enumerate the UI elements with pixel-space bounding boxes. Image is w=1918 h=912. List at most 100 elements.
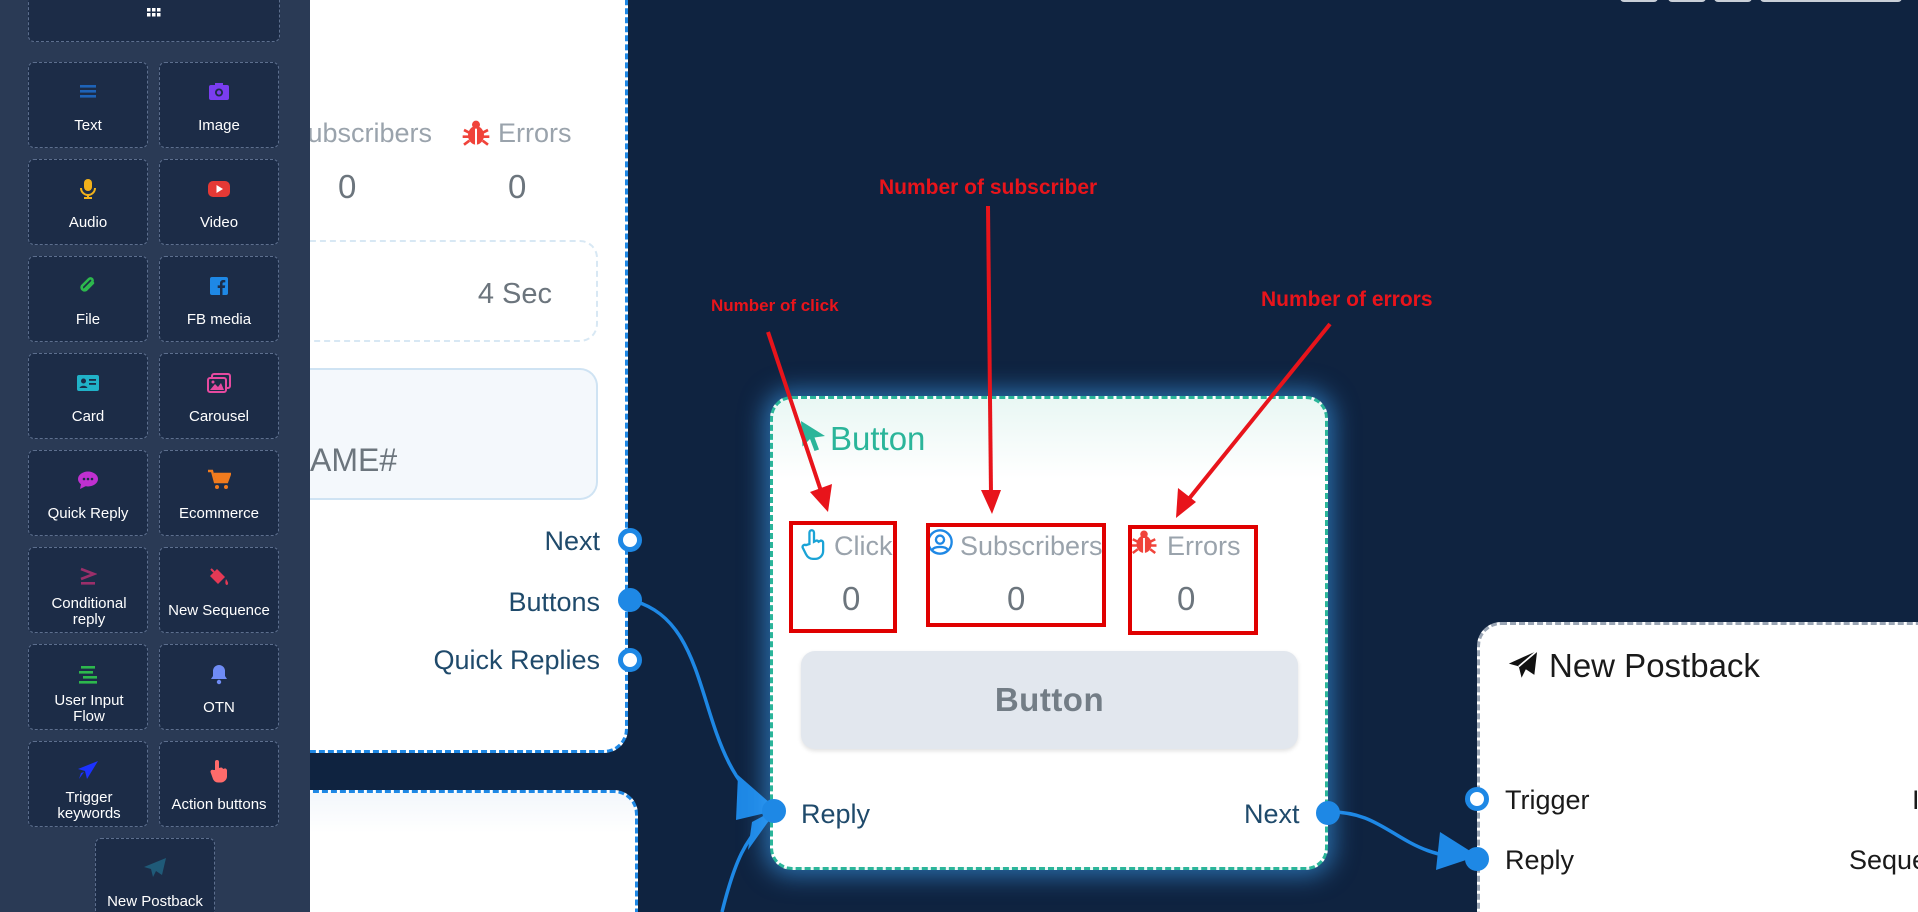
subscribers-count: 0 [338,168,357,205]
subscribers-label: Subscribers [960,531,1103,561]
stream-icon [29,659,147,689]
errors-count: 0 [508,168,527,205]
click-label: Click [834,531,893,561]
sidebar-item-label: Conditional reply [51,595,127,628]
sidebar-item-new-sequence[interactable]: New Sequence [159,547,279,633]
sidebar-item-trigger-keywords[interactable]: Trigger keywords [28,741,148,827]
next-card[interactable] [250,790,638,912]
errors-label: Errors [498,118,572,148]
sequence-label: Seque [1849,845,1918,875]
sidebar-item-card[interactable]: Card [28,353,148,439]
trigger-label: Trigger [1505,785,1590,815]
port-label-buttons: Buttons [508,587,600,617]
sidebar-item-label: Carousel [188,408,250,425]
greater-equal-icon [29,562,147,592]
paperclip-icon [29,271,147,301]
sidebar-item-label: Image [198,117,240,134]
click-count: 0 [842,580,861,617]
annotation-subscribers: Number of subscriber [879,176,1098,199]
sidebar-item-label: FB media [186,311,252,328]
sidebar-item-conditional-reply[interactable]: Conditional reply [28,547,148,633]
sidebar-item-text[interactable]: Text [28,62,148,148]
sidebar-item-label: Video [199,214,239,231]
sidebar-item-label: Ecommerce [178,505,260,522]
sidebar-item-audio[interactable]: Audio [28,159,148,245]
postback-title: New Postback [1549,647,1760,684]
sidebar-item-label: User Input Flow [54,692,124,725]
sidebar-item-label: OTN [203,699,235,716]
paint-bucket-icon [160,562,278,592]
cart-icon [160,465,278,495]
click-highlight-box [789,521,897,633]
sidebar-item-fb-media[interactable]: FB media [159,256,279,342]
subscribers-label: Subscribers [292,118,432,148]
button-preview[interactable]: Button [801,651,1298,749]
rocket-icon [29,756,147,786]
new-postback-card[interactable] [1477,622,1918,912]
sidebar-item-carousel[interactable]: Carousel [159,353,279,439]
subscribers-highlight-box [926,523,1106,627]
facebook-icon [160,271,278,301]
button-card-title: Button [830,420,926,457]
youtube-icon [160,174,278,204]
sidebar-item-label: New Sequence [168,602,270,619]
reply-port[interactable] [1465,847,1489,871]
sidebar-item-label: File [75,311,101,328]
cursor-pointer-icon [798,418,828,459]
reply-label: Reply [1505,845,1575,875]
quick-replies-port[interactable] [618,648,642,672]
sidebar-item-quick-reply[interactable]: Quick Reply [28,450,148,536]
reply-label: Reply [801,799,871,829]
errors-highlight-box [1128,525,1258,635]
image-icon [160,77,278,107]
annotation-clicks: Number of click [711,296,839,315]
buttons-port[interactable] [618,588,642,612]
message-text: AME# [310,442,398,478]
annotation-errors: Number of errors [1261,288,1433,311]
sidebar-item-label: Quick Reply [47,505,129,522]
id-card-icon [29,368,147,398]
port-label-next: Next [544,526,600,556]
apps-tile[interactable] [28,0,280,42]
next-port[interactable] [1316,801,1340,825]
next-port[interactable] [618,528,642,552]
chat-bubble-icon [29,465,147,495]
sidebar-item-new-postback[interactable]: New Postback [95,838,215,912]
paper-plane-icon [1506,648,1540,687]
cut-label: I [1912,785,1918,815]
sidebar-item-video[interactable]: Video [159,159,279,245]
port-label-quick-replies: Quick Replies [433,645,600,675]
sidebar-item-ecommerce[interactable]: Ecommerce [159,450,279,536]
paper-plane-icon [96,853,214,883]
errors-count: 0 [1177,580,1196,617]
sidebar-item-action-buttons[interactable]: Action buttons [159,741,279,827]
sidebar-item-label: Text [74,117,102,134]
sidebar-item-label: Trigger keywords [57,789,121,822]
sidebar-item-label: New Postback [107,893,203,910]
sidebar-item-label: Audio [68,214,108,231]
images-icon [160,368,278,398]
sidebar-item-user-input-flow[interactable]: User Input Flow [28,644,148,730]
delay-value: 4 Sec [477,278,552,310]
errors-label: Errors [1167,531,1241,561]
subscribers-count: 0 [1007,580,1026,617]
sidebar-item-file[interactable]: File [28,256,148,342]
sidebar-item-label: Action buttons [171,796,267,813]
user-circle-icon [926,528,954,561]
delay-box[interactable]: 4 Sec [250,240,598,342]
bug-icon [1129,528,1159,563]
bell-icon [160,659,278,689]
bug-icon [460,118,492,155]
grid-icon [147,7,161,27]
next-label: Next [1244,799,1300,829]
pointer-hand-icon [160,756,278,786]
trigger-port[interactable] [1465,787,1489,811]
text-lines-icon [29,77,147,107]
hand-pointer-icon [800,528,828,565]
sidebar-item-otn[interactable]: OTN [159,644,279,730]
microphone-icon [29,174,147,204]
reply-port[interactable] [762,799,786,823]
sidebar-item-image[interactable]: Image [159,62,279,148]
